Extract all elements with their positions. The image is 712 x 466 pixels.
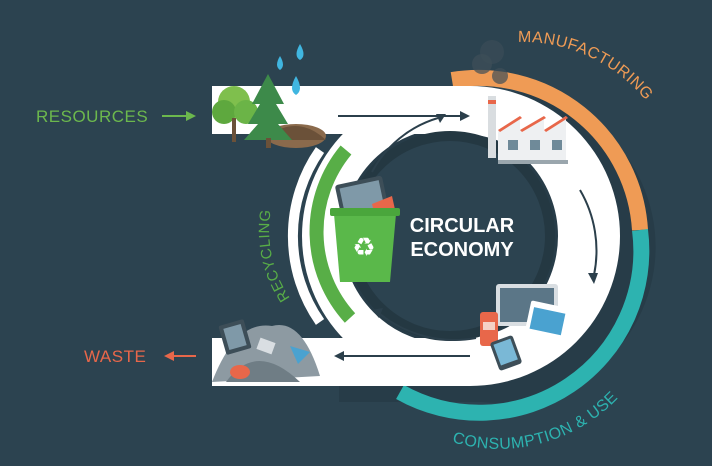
arrow-recycling-to-manufacturing xyxy=(371,117,439,173)
arrow-manufacturing-to-consumption xyxy=(579,189,598,276)
svg-text:♻: ♻ xyxy=(352,233,375,263)
garbage-pile-icon xyxy=(212,319,320,382)
arrow-heads xyxy=(334,111,598,361)
waste-output-arrow xyxy=(164,351,196,361)
arrow-consumption-to-recycling xyxy=(379,313,477,341)
manufacturing-arc xyxy=(450,69,648,231)
trees-and-water-drops-icon xyxy=(212,44,326,148)
consumption-arc xyxy=(396,228,650,421)
resources-label: RESOURCES xyxy=(36,107,148,126)
recycle-bin-icon: ♻ xyxy=(330,175,400,282)
resources-input-arrow xyxy=(162,111,196,121)
title-line-2: ECONOMY xyxy=(410,239,514,261)
waste-label: WASTE xyxy=(84,347,146,366)
devices-and-products-icon xyxy=(480,284,571,371)
title-line-1: CIRCULAR xyxy=(410,215,515,237)
factory-icon xyxy=(472,40,568,164)
recycling-arc xyxy=(309,145,356,323)
